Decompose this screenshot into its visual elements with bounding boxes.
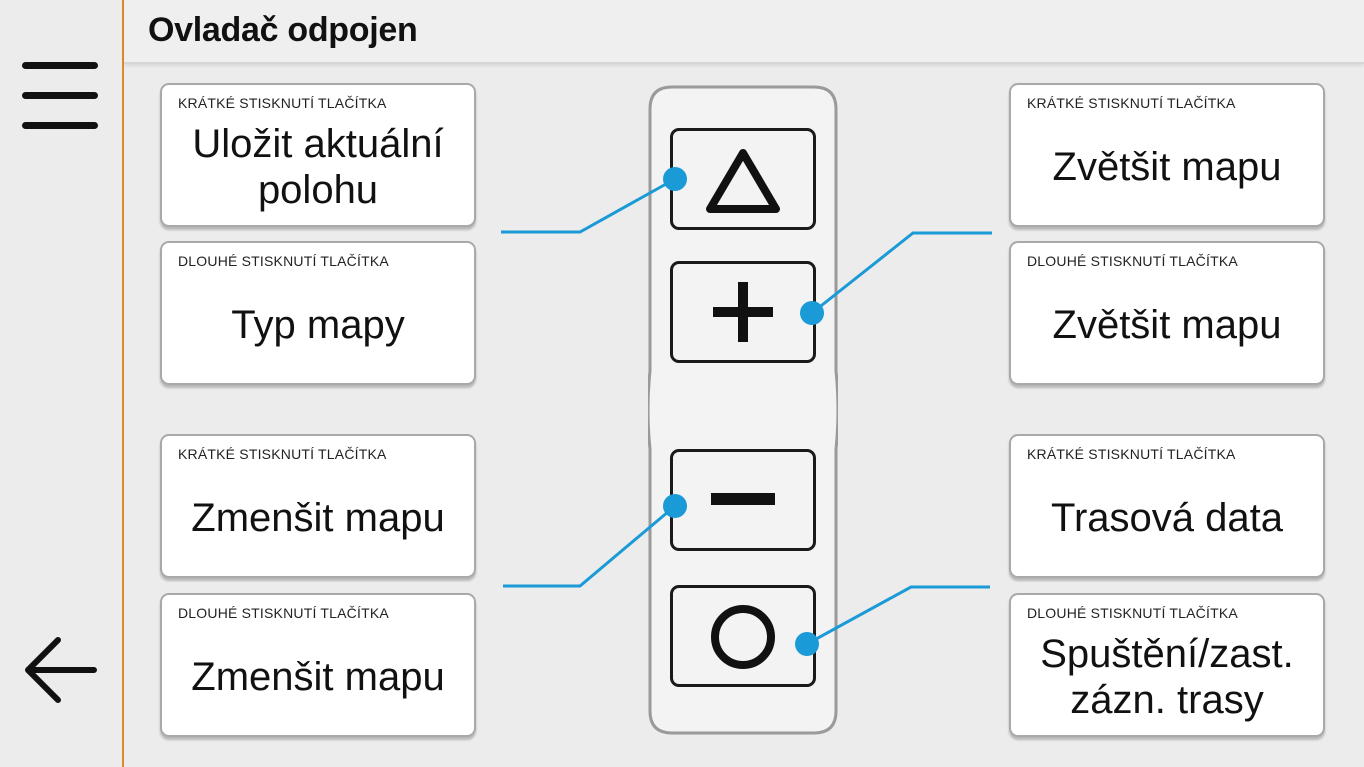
card-triangle-long-press[interactable]: DLOUHÉ STISKNUTÍ TLAČÍTKA Typ mapy <box>160 241 476 385</box>
card-label: DLOUHÉ STISKNUTÍ TLAČÍTKA <box>178 253 389 269</box>
card-label: DLOUHÉ STISKNUTÍ TLAČÍTKA <box>178 605 389 621</box>
card-label: KRÁTKÉ STISKNUTÍ TLAČÍTKA <box>1027 446 1236 462</box>
card-action: Uložit aktuální polohu <box>192 122 444 212</box>
remote-body <box>648 85 838 735</box>
remote-triangle-button[interactable] <box>670 128 816 230</box>
back-button[interactable] <box>20 630 100 710</box>
card-action: Typ mapy <box>231 303 405 347</box>
card-action: Zvětšit mapu <box>1052 145 1282 189</box>
card-plus-long-press[interactable]: DLOUHÉ STISKNUTÍ TLAČÍTKA Zvětšit mapu <box>1009 241 1325 385</box>
remote-circle-button[interactable] <box>670 585 816 687</box>
card-triangle-short-press[interactable]: KRÁTKÉ STISKNUTÍ TLAČÍTKA Uložit aktuáln… <box>160 83 476 227</box>
card-plus-short-press[interactable]: KRÁTKÉ STISKNUTÍ TLAČÍTKA Zvětšit mapu <box>1009 83 1325 227</box>
remote-controller <box>648 85 838 735</box>
card-action: Zvětšit mapu <box>1052 303 1282 347</box>
card-circle-long-press[interactable]: DLOUHÉ STISKNUTÍ TLAČÍTKA Spuštění/zast.… <box>1009 593 1325 737</box>
arrow-left-icon <box>25 637 97 703</box>
circle-icon <box>711 605 775 669</box>
menu-button[interactable] <box>20 58 100 134</box>
sidebar <box>0 0 124 767</box>
page-title: Ovladač odpojen <box>148 11 418 49</box>
remote-minus-button[interactable] <box>670 449 816 551</box>
remote-plus-button[interactable] <box>670 261 816 363</box>
triangle-icon <box>706 149 780 213</box>
card-action: Zmenšit mapu <box>191 655 445 699</box>
card-label: KRÁTKÉ STISKNUTÍ TLAČÍTKA <box>1027 95 1236 111</box>
card-circle-short-press[interactable]: KRÁTKÉ STISKNUTÍ TLAČÍTKA Trasová data <box>1009 434 1325 578</box>
plus-icon <box>713 282 773 342</box>
card-label: KRÁTKÉ STISKNUTÍ TLAČÍTKA <box>178 446 387 462</box>
card-minus-long-press[interactable]: DLOUHÉ STISKNUTÍ TLAČÍTKA Zmenšit mapu <box>160 593 476 737</box>
card-label: KRÁTKÉ STISKNUTÍ TLAČÍTKA <box>178 95 387 111</box>
card-action: Zmenšit mapu <box>191 496 445 540</box>
card-label: DLOUHÉ STISKNUTÍ TLAČÍTKA <box>1027 605 1238 621</box>
minus-icon <box>711 493 775 505</box>
card-label: DLOUHÉ STISKNUTÍ TLAČÍTKA <box>1027 253 1238 269</box>
header-bar: Ovladač odpojen <box>124 0 1364 64</box>
card-action: Spuštění/zast. zázn. trasy <box>1040 632 1294 722</box>
card-action: Trasová data <box>1051 496 1283 540</box>
card-minus-short-press[interactable]: KRÁTKÉ STISKNUTÍ TLAČÍTKA Zmenšit mapu <box>160 434 476 578</box>
